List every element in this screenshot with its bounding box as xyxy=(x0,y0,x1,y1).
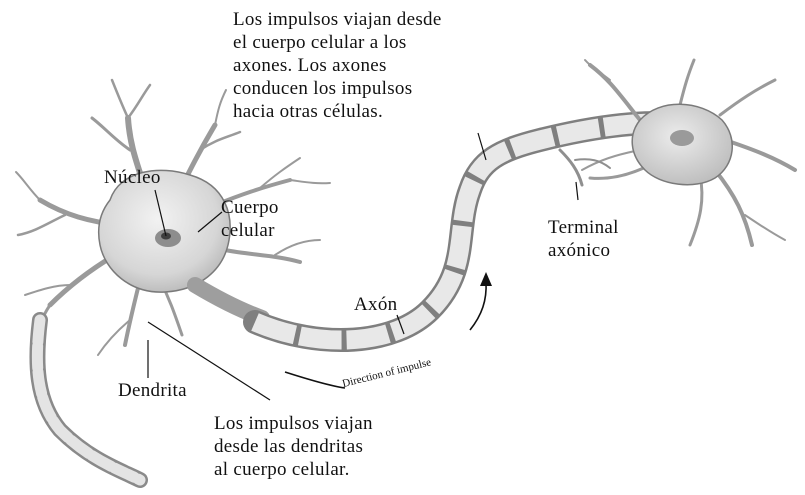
top-note: Los impulsos viajan desde el cuerpo celu… xyxy=(233,8,442,123)
leader-axon-terminal xyxy=(576,182,578,200)
axon-label: Axón xyxy=(354,293,397,316)
cell-body-label: Cuerpo celular xyxy=(221,196,279,242)
bottom-note: Los impulsos viajan desde las dendritas … xyxy=(214,412,373,481)
nucleus-label: Núcleo xyxy=(104,166,161,189)
dendrite-label: Dendrita xyxy=(118,379,187,402)
axon-terminal-label: Terminal axónico xyxy=(548,216,619,262)
